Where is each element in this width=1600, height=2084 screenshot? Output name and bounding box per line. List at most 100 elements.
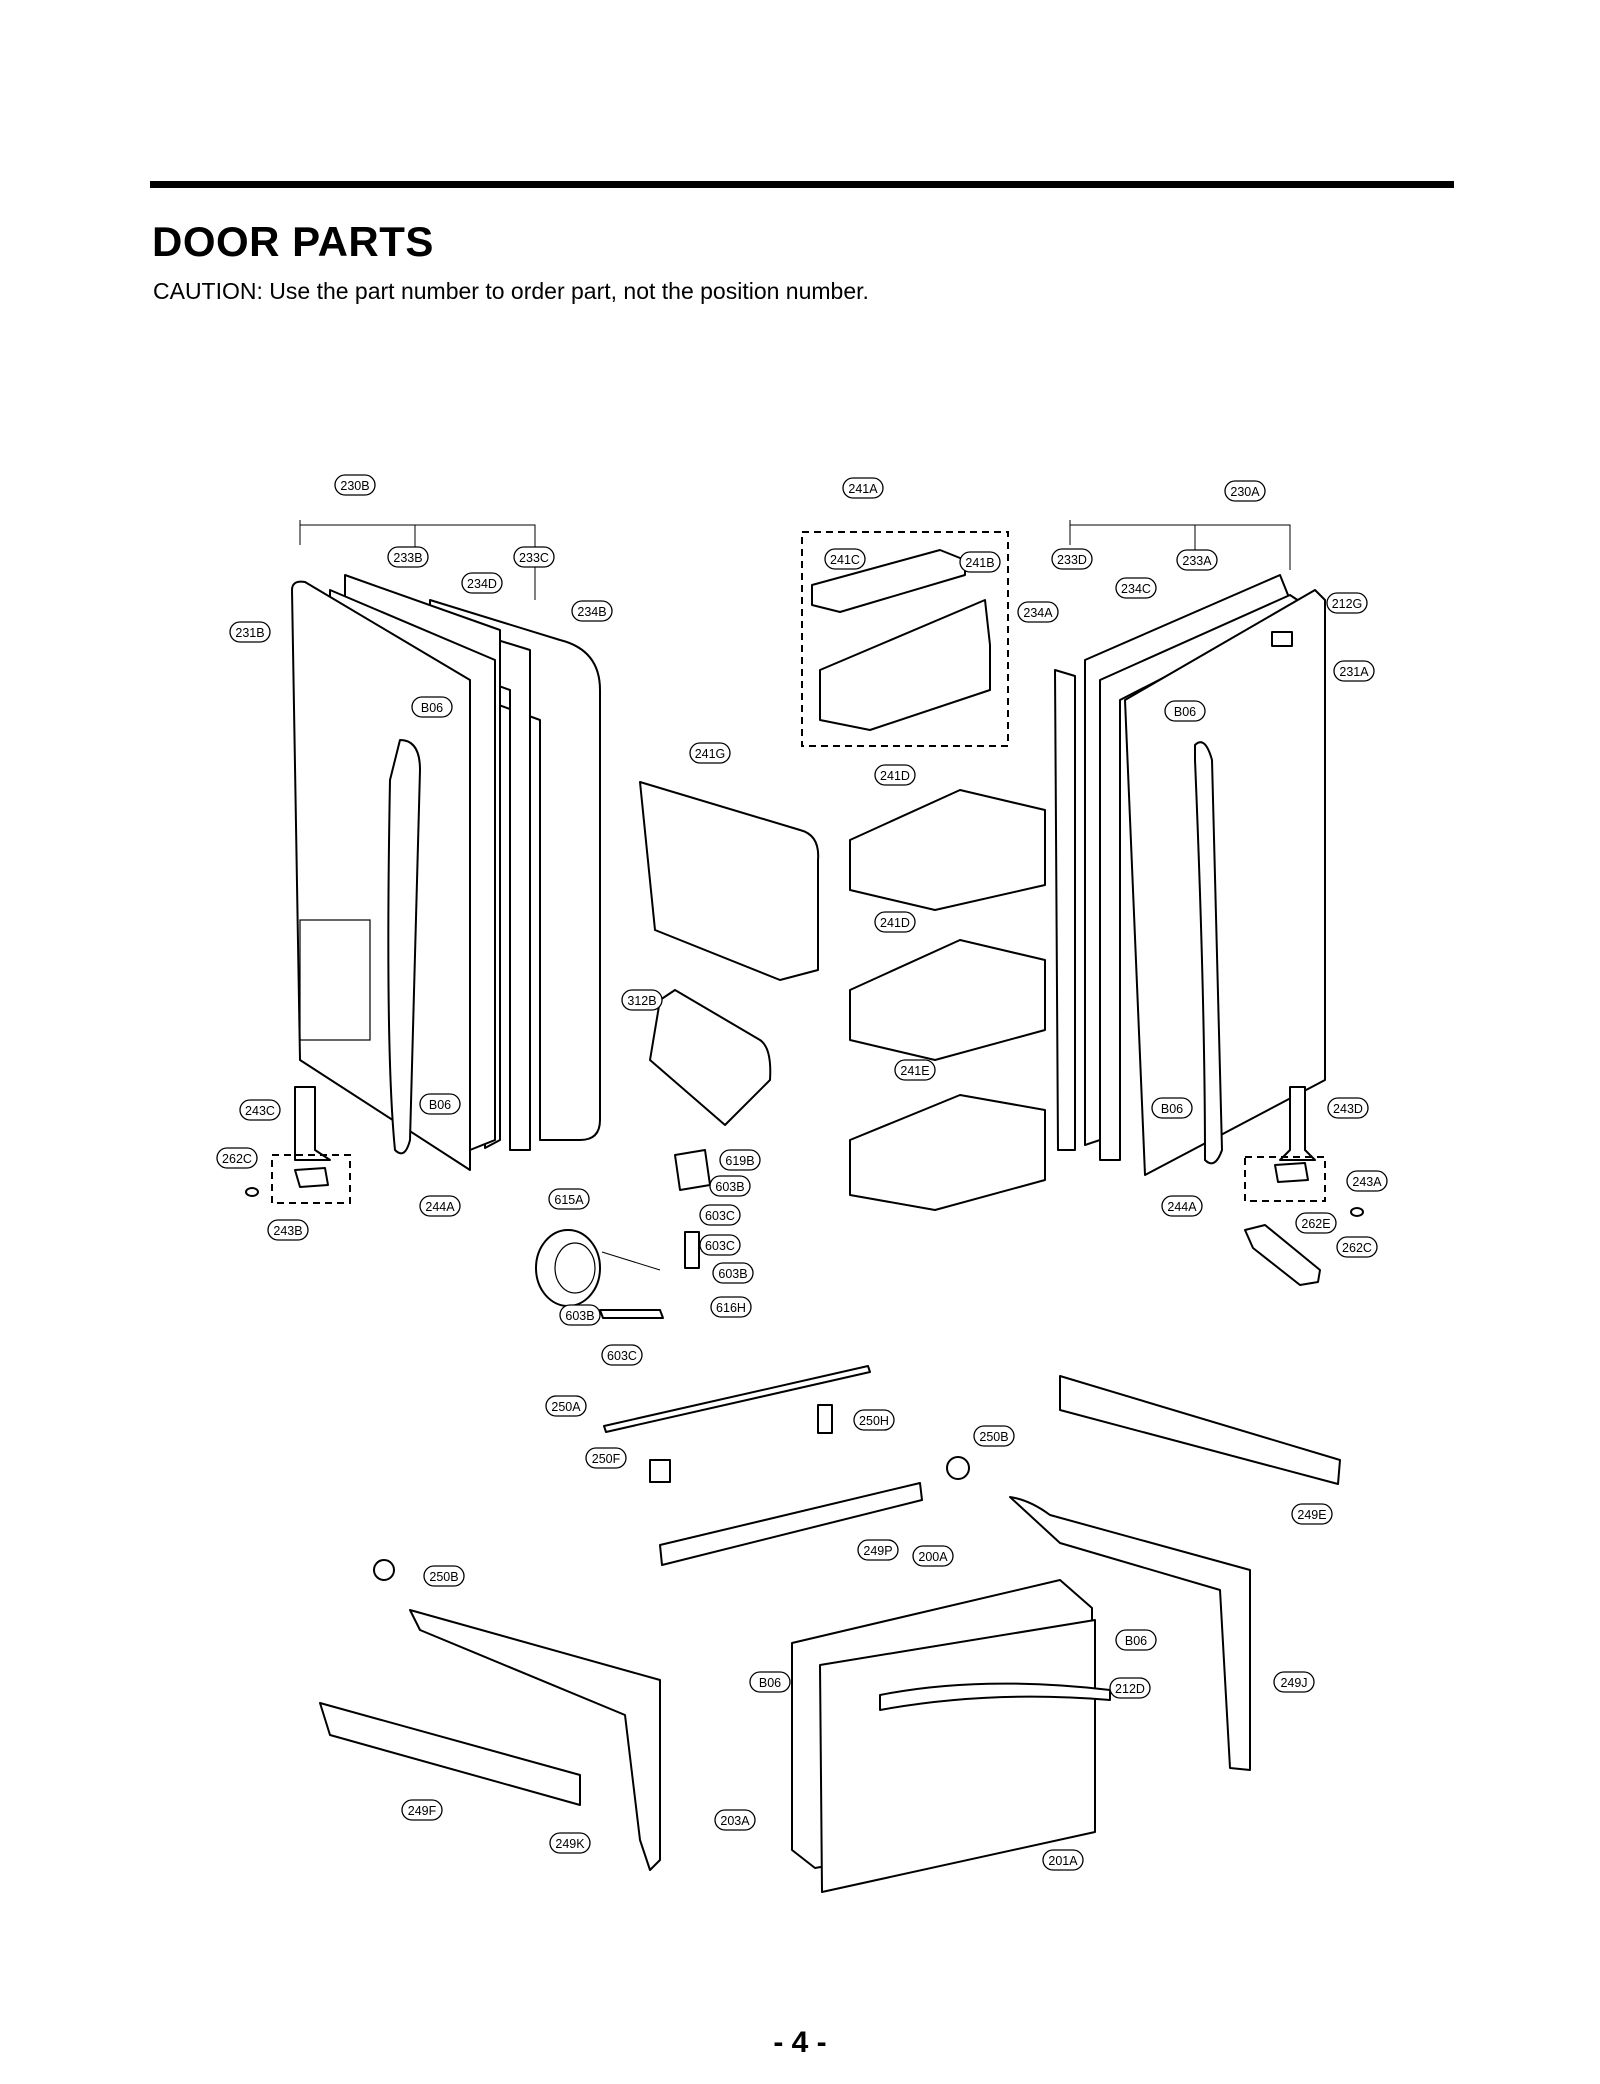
caution-note: CAUTION: Use the part number to order pa… bbox=[153, 278, 869, 304]
svg-text:231A: 231A bbox=[1339, 665, 1369, 679]
svg-text:231B: 231B bbox=[235, 626, 264, 640]
callout-241A: 241A bbox=[842, 477, 884, 499]
svg-text:244A: 244A bbox=[425, 1200, 455, 1214]
callout-603B-2: 603B bbox=[712, 1262, 754, 1284]
door-bins-center bbox=[849, 789, 1046, 1211]
svg-text:241D: 241D bbox=[880, 916, 910, 930]
callout-231B: 231B bbox=[229, 621, 271, 643]
svg-text:243B: 243B bbox=[273, 1224, 302, 1238]
callout-230A: 230A bbox=[1224, 480, 1266, 502]
svg-text:B06: B06 bbox=[1161, 1102, 1183, 1116]
callout-312B: 312B bbox=[621, 989, 663, 1011]
callout-233C: 233C bbox=[513, 546, 555, 568]
callout-249F: 249F bbox=[401, 1799, 443, 1821]
svg-text:243D: 243D bbox=[1333, 1102, 1363, 1116]
svg-text:249P: 249P bbox=[863, 1544, 892, 1558]
svg-text:201A: 201A bbox=[1048, 1854, 1078, 1868]
svg-text:603B: 603B bbox=[718, 1267, 747, 1281]
door-bins-left bbox=[639, 781, 820, 1126]
svg-text:241D: 241D bbox=[880, 769, 910, 783]
svg-text:212G: 212G bbox=[1332, 597, 1363, 611]
callout-616H: 616H bbox=[710, 1296, 752, 1318]
svg-text:262C: 262C bbox=[222, 1152, 252, 1166]
svg-text:250H: 250H bbox=[859, 1414, 889, 1428]
callout-250F: 250F bbox=[585, 1447, 627, 1469]
callout-249P: 249P bbox=[857, 1539, 899, 1561]
left-door-handle bbox=[387, 739, 421, 1155]
svg-text:603C: 603C bbox=[705, 1239, 735, 1253]
callout-262E: 262E bbox=[1295, 1212, 1337, 1234]
callout-241D-top: 241D bbox=[874, 764, 916, 786]
callout-234C: 234C bbox=[1115, 577, 1157, 599]
svg-text:241E: 241E bbox=[900, 1064, 929, 1078]
page-number: - 4 - bbox=[773, 2026, 827, 2059]
svg-text:230B: 230B bbox=[340, 479, 369, 493]
svg-text:B06: B06 bbox=[1174, 705, 1196, 719]
callout-603C-3: 603C bbox=[601, 1344, 643, 1366]
callout-241G: 241G bbox=[689, 742, 731, 764]
callout-243C: 243C bbox=[239, 1099, 281, 1121]
svg-text:250F: 250F bbox=[592, 1452, 621, 1466]
svg-text:603B: 603B bbox=[715, 1180, 744, 1194]
svg-text:B06: B06 bbox=[759, 1676, 781, 1690]
left-door-panel bbox=[291, 580, 471, 1171]
svg-text:B06: B06 bbox=[421, 701, 443, 715]
callout-244A-right: 244A bbox=[1161, 1195, 1203, 1217]
svg-text:603C: 603C bbox=[607, 1349, 637, 1363]
page-title: DOOR PARTS bbox=[152, 218, 434, 265]
callout-B06-right-top: B06 bbox=[1164, 700, 1206, 722]
svg-text:233D: 233D bbox=[1057, 553, 1087, 567]
callout-B06-drawer-left: B06 bbox=[749, 1671, 791, 1693]
callout-615A: 615A bbox=[548, 1188, 590, 1210]
callout-249J: 249J bbox=[1273, 1671, 1315, 1693]
callout-243B: 243B bbox=[267, 1219, 309, 1241]
callout-262C-right: 262C bbox=[1336, 1236, 1378, 1258]
callout-250A: 250A bbox=[545, 1395, 587, 1417]
svg-text:244A: 244A bbox=[1167, 1200, 1197, 1214]
callout-241E: 241E bbox=[894, 1059, 936, 1081]
callout-241B: 241B bbox=[959, 551, 1001, 573]
water-valve-parts bbox=[535, 1149, 727, 1319]
svg-text:262E: 262E bbox=[1301, 1217, 1330, 1231]
svg-text:B06: B06 bbox=[1125, 1634, 1147, 1648]
callout-203A: 203A bbox=[714, 1809, 756, 1831]
callout-241D-mid: 241D bbox=[874, 911, 916, 933]
svg-text:615A: 615A bbox=[554, 1193, 584, 1207]
svg-text:249F: 249F bbox=[408, 1804, 437, 1818]
svg-text:249K: 249K bbox=[555, 1837, 585, 1851]
svg-text:619B: 619B bbox=[725, 1154, 754, 1168]
callout-201A: 201A bbox=[1042, 1849, 1084, 1871]
callout-234A: 234A bbox=[1017, 601, 1059, 623]
svg-text:212D: 212D bbox=[1115, 1682, 1145, 1696]
callout-B06-left-top: B06 bbox=[411, 696, 453, 718]
svg-text:243A: 243A bbox=[1352, 1175, 1382, 1189]
svg-text:200A: 200A bbox=[918, 1550, 948, 1564]
svg-text:B06: B06 bbox=[429, 1098, 451, 1112]
left-door-gasket-outer bbox=[429, 599, 601, 1141]
freezer-drawer-handle bbox=[879, 1682, 1111, 1711]
callout-233D: 233D bbox=[1051, 548, 1093, 570]
left-door-assembly bbox=[291, 520, 601, 1171]
callout-B06-drawer-right: B06 bbox=[1115, 1629, 1157, 1651]
svg-text:250B: 250B bbox=[979, 1430, 1008, 1444]
callout-603B-3: 603B bbox=[559, 1304, 601, 1326]
callout-B06-left-bottom: B06 bbox=[419, 1093, 461, 1115]
svg-text:249E: 249E bbox=[1297, 1508, 1326, 1522]
svg-text:241A: 241A bbox=[848, 482, 878, 496]
callout-249E: 249E bbox=[1291, 1503, 1333, 1525]
svg-text:603B: 603B bbox=[565, 1309, 594, 1323]
svg-text:241B: 241B bbox=[965, 556, 994, 570]
svg-text:616H: 616H bbox=[716, 1301, 746, 1315]
svg-text:203A: 203A bbox=[720, 1814, 750, 1828]
svg-text:249J: 249J bbox=[1280, 1676, 1307, 1690]
svg-text:234D: 234D bbox=[467, 577, 497, 591]
svg-text:241G: 241G bbox=[695, 747, 726, 761]
header-rule bbox=[150, 181, 1454, 188]
callout-250H: 250H bbox=[853, 1409, 895, 1431]
bin-group-241A bbox=[801, 531, 1009, 747]
svg-text:233A: 233A bbox=[1182, 554, 1212, 568]
svg-text:230A: 230A bbox=[1230, 485, 1260, 499]
svg-text:233C: 233C bbox=[519, 551, 549, 565]
left-door-label-window bbox=[299, 919, 371, 1041]
